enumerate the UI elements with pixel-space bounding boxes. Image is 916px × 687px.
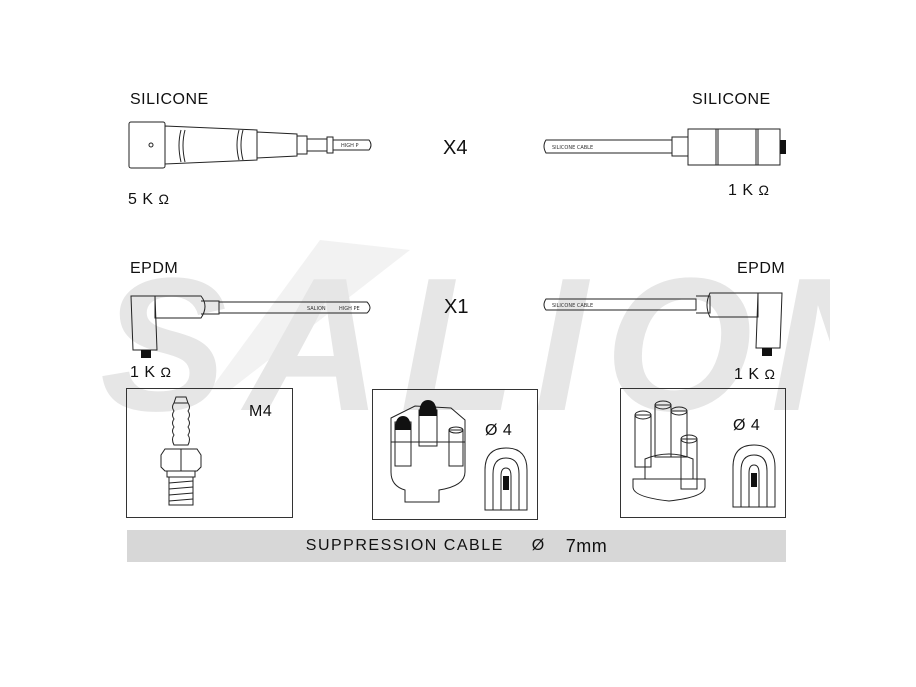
top-right-material-label: SILICONE <box>692 91 771 108</box>
diameter-symbol: Ø <box>531 537 546 554</box>
terminal-section-icon-1 <box>484 447 528 511</box>
terminal-section-icon-2 <box>732 444 776 508</box>
distributor-cap-box-2: Ø 4 <box>620 388 786 518</box>
distributor-cap-box-1: Ø 4 <box>372 389 538 520</box>
top-left-material-label: SILICONE <box>130 91 209 108</box>
mid-left-material-label: EPDM <box>130 260 179 277</box>
suppression-cable-banner: SUPPRESSION CABLE Ø 7mm <box>127 530 786 562</box>
thread-size-label: M4 <box>249 403 273 420</box>
angled-plug-boot-epdm-left: SALION HIGH PE <box>130 295 371 358</box>
cable-print-top-left: HIGH P <box>341 143 358 149</box>
straight-coil-boot-1k: SILICONE CABLE <box>543 128 786 166</box>
cable-size: 7mm <box>565 535 608 556</box>
top-left-resistance: 5 K Ω <box>128 191 170 208</box>
spark-plug-box: M4 <box>126 388 293 518</box>
cable-print-mid-left-a: SALION <box>307 306 326 312</box>
mid-left-resistance: 1 K Ω <box>130 364 172 381</box>
cap1-diameter-label: Ø 4 <box>485 422 513 439</box>
distributor-cap-icon-2 <box>632 400 706 502</box>
mid-quantity-label: X1 <box>444 296 469 318</box>
cable-print-top-right: SILICONE CABLE <box>552 145 593 151</box>
distributor-cap-icon-1 <box>390 400 466 503</box>
angled-coil-boot-epdm-right: SILICONE CABLE <box>543 292 783 356</box>
top-right-resistance: 1 K Ω <box>728 182 770 199</box>
top-quantity-label: X4 <box>443 137 468 159</box>
mid-right-material-label: EPDM <box>737 260 786 277</box>
cable-print-mid-left-b: HIGH PE <box>339 306 360 312</box>
spark-plug-icon <box>160 396 202 506</box>
mid-right-resistance: 1 K Ω <box>734 366 776 383</box>
straight-plug-boot-5k: HIGH P <box>128 121 372 169</box>
cap2-diameter-label: Ø 4 <box>733 417 761 434</box>
banner-text: SUPPRESSION CABLE <box>305 537 504 554</box>
cable-print-mid-right: SILICONE CABLE <box>552 303 593 309</box>
